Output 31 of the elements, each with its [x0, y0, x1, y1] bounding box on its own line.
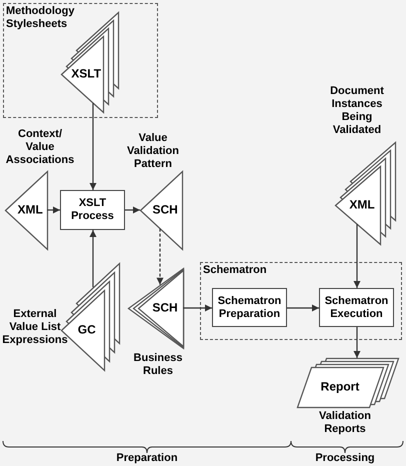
shape-label: XML — [18, 204, 43, 216]
phase-label: Preparation — [115, 452, 179, 465]
arrow — [90, 102, 96, 190]
process-box: Schematron Execution — [319, 288, 394, 327]
process-box: XSLT Process — [60, 190, 125, 230]
arrow — [354, 224, 360, 288]
shape-label: XML — [349, 198, 375, 212]
caption-label: Context/ Value Associations — [4, 128, 76, 167]
caption-label: Document Instances Being Validated — [329, 85, 385, 137]
shape-label: XSLT — [71, 68, 102, 80]
phase-label: Processing — [314, 452, 376, 465]
shape-label: GC — [78, 324, 96, 336]
caption-label: Business Rules — [132, 352, 184, 378]
arrow — [183, 304, 212, 312]
caption-label: External Value List Expressions — [2, 308, 68, 347]
arrow — [90, 230, 96, 288]
group-title: Methodology Stylesheets — [6, 5, 76, 31]
shape-label: SCH — [152, 302, 178, 314]
group-title: Schematron — [203, 264, 268, 277]
shape-label: SCH — [152, 204, 178, 216]
process-box: Schematron Preparation — [212, 288, 287, 327]
dashed-arrow — [156, 228, 164, 285]
arrow — [354, 327, 360, 358]
caption-label: Value Validation Pattern — [126, 132, 180, 171]
arrow — [47, 206, 60, 214]
arrow — [125, 206, 140, 214]
shape-label: Report — [320, 380, 360, 394]
dashed-group-frame — [200, 262, 402, 340]
dashed-group-frame — [3, 3, 158, 118]
caption-label: Validation Reports — [318, 410, 372, 436]
arrow — [287, 304, 319, 312]
